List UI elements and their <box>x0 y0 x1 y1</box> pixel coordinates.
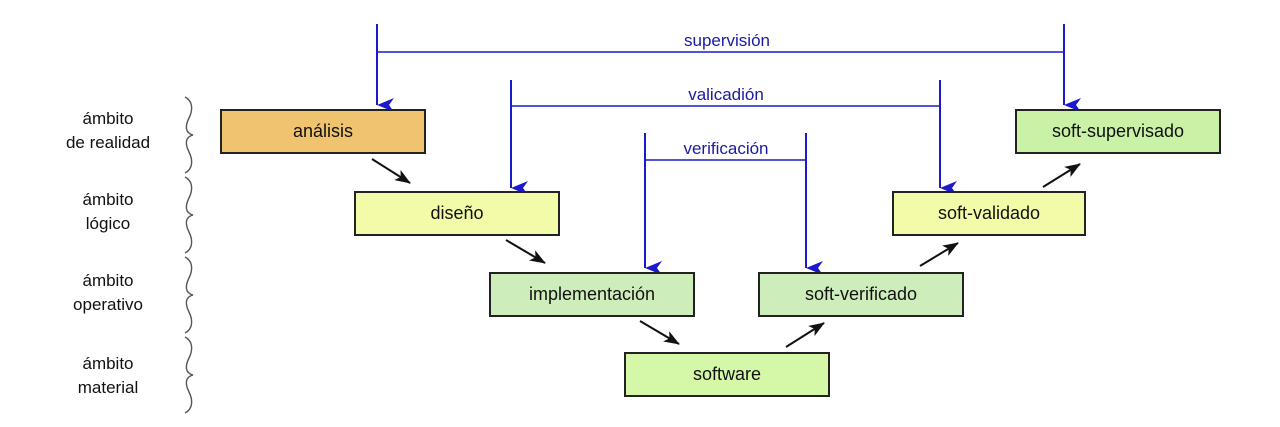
box-soft-verificado-rect <box>758 272 964 317</box>
level-realidad-line2: de realidad <box>66 133 150 152</box>
level-braces <box>184 96 194 414</box>
box-analisis-label: análisis <box>293 121 353 141</box>
arrow-soft-validado-to-soft-supervisado <box>1042 163 1081 188</box>
level-operativo-line2: operativo <box>73 295 143 314</box>
box-analisis: análisis <box>220 109 426 154</box>
brace-material <box>184 336 194 414</box>
box-soft-validado-label: soft-validado <box>938 203 1040 223</box>
check-connectors <box>376 24 1081 275</box>
level-operativo-line1: ámbito <box>82 271 133 290</box>
box-software: software <box>624 352 830 397</box>
box-soft-validado: soft-validado <box>892 191 1086 236</box>
brace-logico <box>184 176 194 254</box>
box-soft-supervisado-label: soft-supervisado <box>1052 121 1184 141</box>
level-labels: ámbito de realidad ámbito lógico ámbito … <box>66 109 150 397</box>
arrow-diseno-to-implementacion <box>505 239 546 264</box>
arrow-analisis-to-diseno <box>371 158 411 184</box>
box-soft-supervisado-rect <box>1015 109 1221 154</box>
box-soft-verificado-label: soft-verificado <box>805 284 917 304</box>
box-diseno: diseño <box>354 191 560 236</box>
level-logico-line2: lógico <box>86 214 130 233</box>
box-implementacion-rect <box>489 272 695 317</box>
level-material-line1: ámbito <box>82 354 133 373</box>
box-software-rect <box>624 352 830 397</box>
level-realidad-line1: ámbito <box>82 109 133 128</box>
brace-realidad <box>184 96 194 174</box>
brace-operativo <box>184 256 194 334</box>
box-implementacion: implementación <box>489 272 695 317</box>
box-soft-supervisado: soft-supervisado <box>1015 109 1221 154</box>
box-diseno-rect <box>354 191 560 236</box>
verification-label: verificación <box>683 139 768 158</box>
box-diseno-label: diseño <box>430 203 483 223</box>
arrow-implementacion-to-software <box>639 320 680 345</box>
flow-arrows <box>371 158 1081 348</box>
box-soft-validado-rect <box>892 191 1086 236</box>
box-implementacion-label: implementación <box>529 284 655 304</box>
arrow-software-to-soft-verificado <box>785 322 825 348</box>
supervision-label: supervisión <box>684 31 770 50</box>
box-software-label: software <box>693 364 761 384</box>
box-analisis-rect <box>220 109 426 154</box>
level-logico-line1: ámbito <box>82 190 133 209</box>
arrow-soft-verificado-to-soft-validado <box>919 242 959 267</box>
box-soft-verificado: soft-verificado <box>758 272 964 317</box>
validation-label: valicadión <box>688 85 764 104</box>
level-material-line2: material <box>78 378 138 397</box>
